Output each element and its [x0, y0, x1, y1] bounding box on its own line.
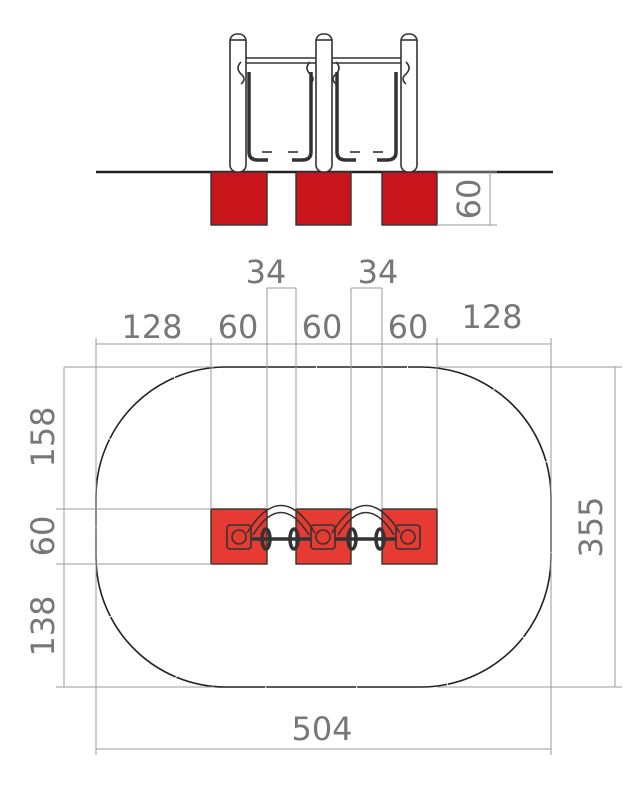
dim-gap-right: 34: [358, 253, 399, 291]
foundation-center-top: [295, 508, 352, 565]
foundation-center-side: [295, 171, 352, 226]
elevation-view: 60: [96, 33, 553, 226]
post-left-top: [231, 529, 247, 545]
post-right: [400, 33, 418, 173]
arm-2: [292, 72, 313, 162]
dim-block-left: 60: [218, 308, 259, 346]
dim-margin-left: 128: [121, 308, 182, 346]
arc-right-inner: [337, 511, 395, 536]
dim-top-clearance: 158: [24, 406, 62, 467]
post-center-top: [315, 529, 331, 545]
base-plate-center: [310, 524, 336, 550]
bracket-1: [237, 61, 245, 85]
base-plate-right: [395, 524, 421, 550]
pedal-top-3: [346, 527, 358, 551]
arm-4: [377, 72, 398, 162]
base-plates: [226, 524, 421, 550]
post-center: [315, 33, 333, 173]
arm-3: [335, 72, 356, 162]
dim-total-width: 504: [291, 710, 352, 748]
dim-block-center: 60: [302, 308, 343, 346]
post-right-top: [400, 529, 416, 545]
bracket-4: [402, 61, 410, 85]
dim-bottom-clearance: 138: [24, 595, 62, 656]
dim-foundation-depth: 60: [450, 179, 488, 220]
arc-left-outer: [246, 504, 316, 534]
plan-view: 34 34 128 60 60 60 128 158 60 138 355 50…: [24, 253, 622, 755]
dim-margin-right: 128: [461, 298, 522, 336]
pedal-top-4: [374, 527, 386, 551]
pedal-top-1: [260, 527, 272, 551]
arc-right-outer: [331, 504, 401, 534]
foundation-right-top: [381, 508, 438, 565]
dim-total-depth: 355: [572, 496, 610, 557]
dim-block-right: 60: [388, 308, 429, 346]
foundation-right-side: [381, 171, 438, 226]
base-plate-left: [226, 524, 252, 550]
pedal-top-2: [288, 527, 300, 551]
arm-1: [247, 72, 268, 162]
foundation-left-side: [210, 171, 268, 226]
dim-gap-left: 34: [246, 253, 287, 291]
arc-left-inner: [252, 511, 310, 536]
dim-block-depth: 60: [24, 516, 62, 557]
post-left: [229, 33, 247, 173]
foundation-left-top: [210, 508, 268, 565]
